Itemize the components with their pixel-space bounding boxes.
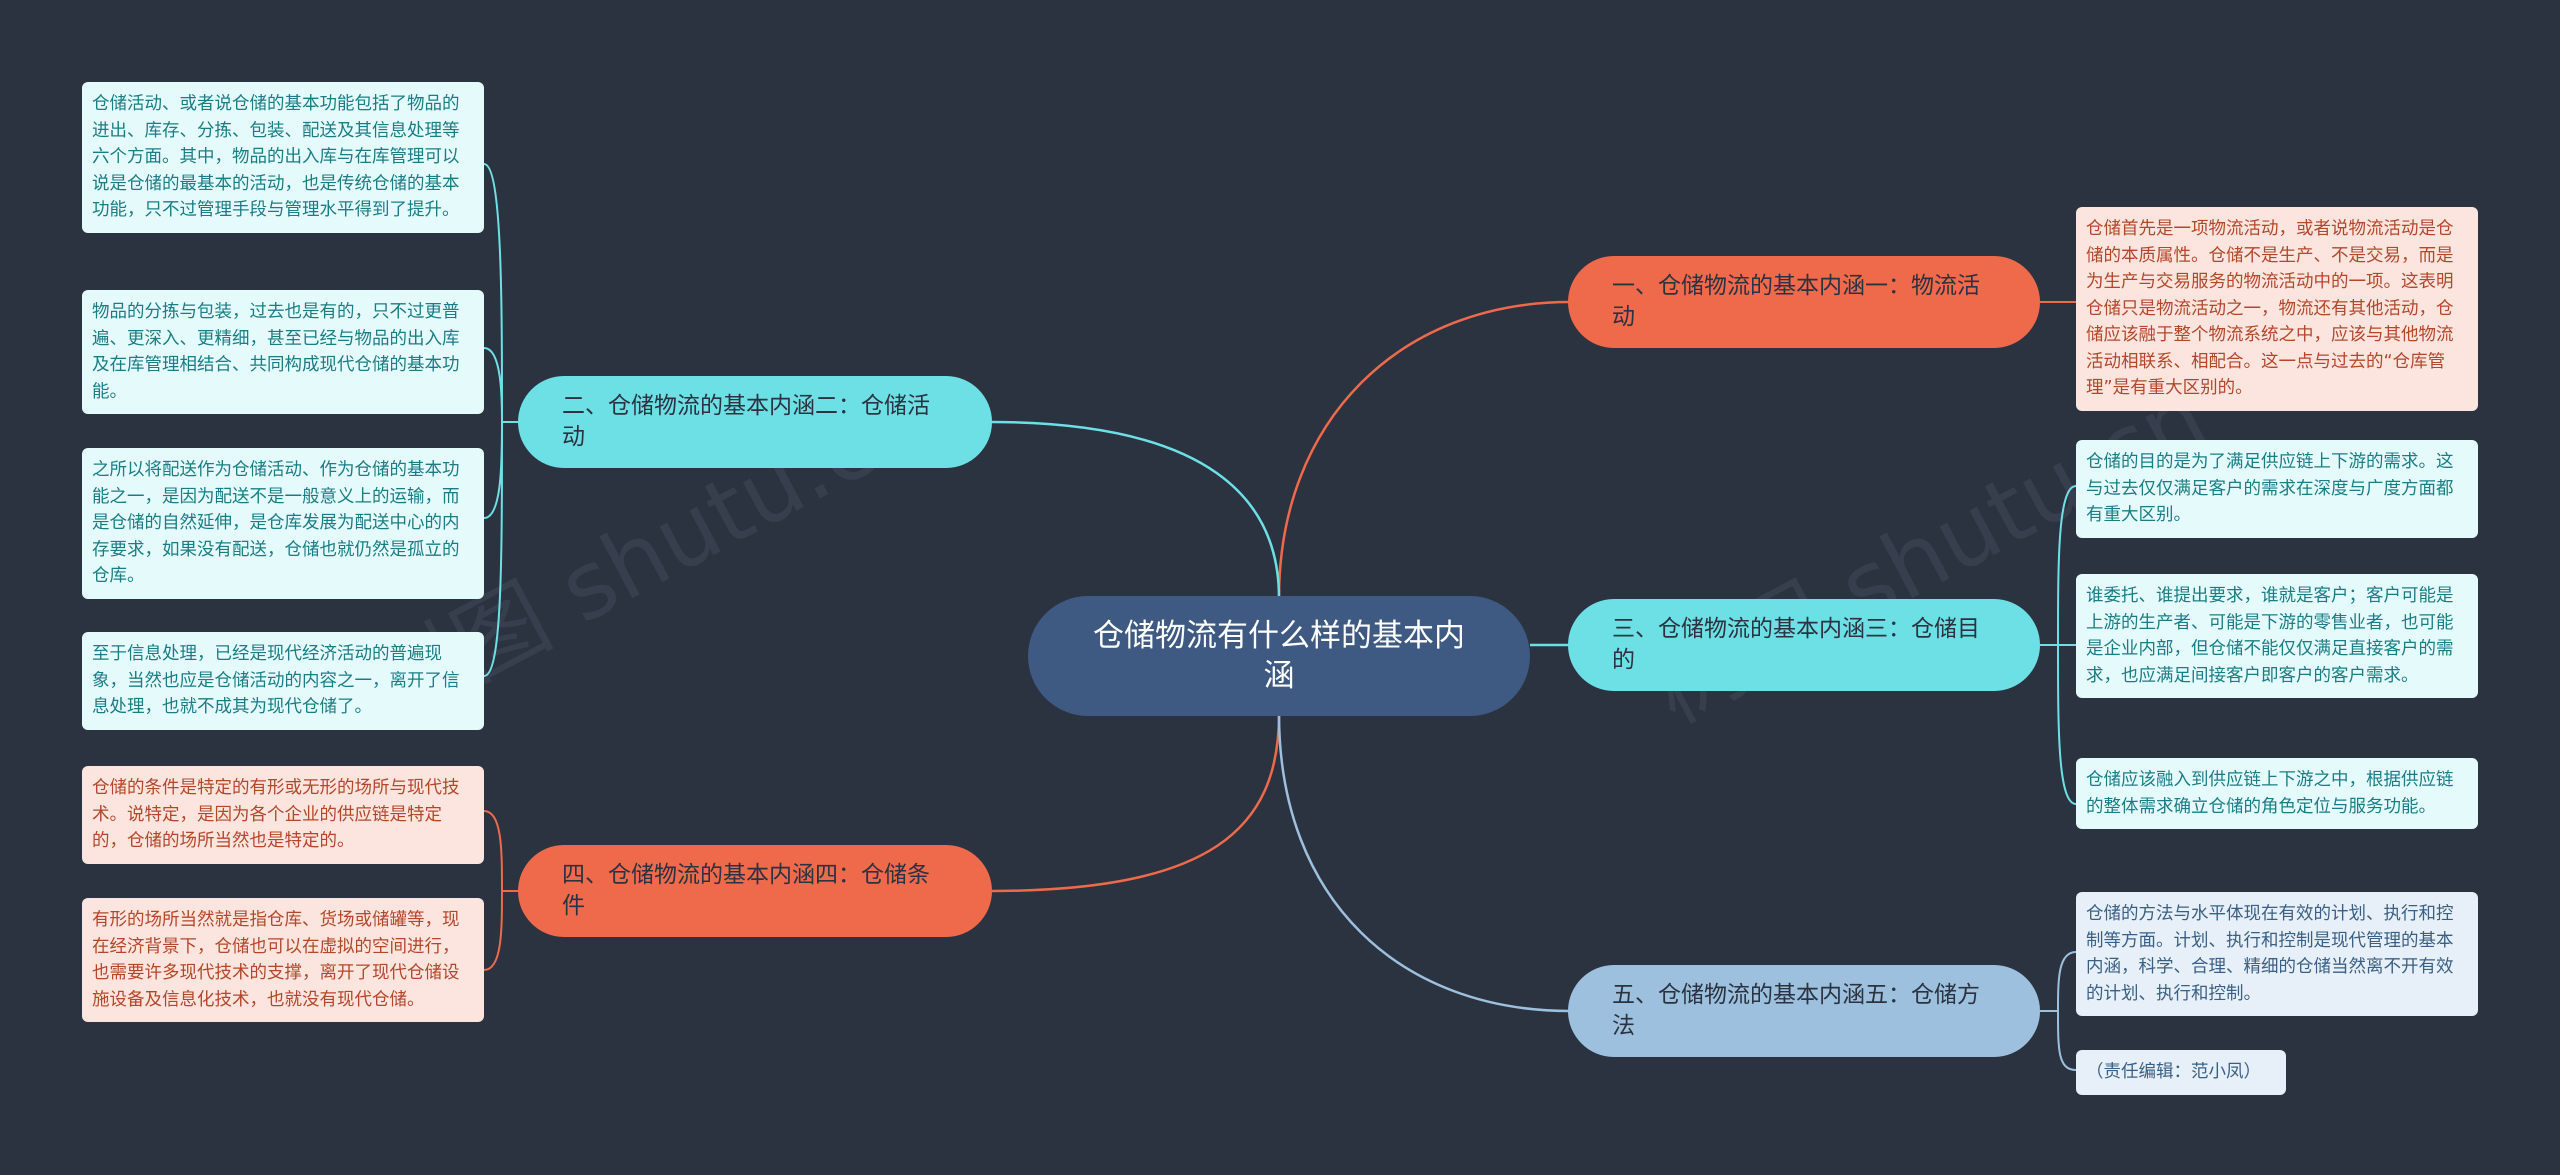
leaf-b3-1[interactable]: 仓储的目的是为了满足供应链上下游的需求。这与过去仅仅满足客户的需求在深度与广度方… xyxy=(2076,440,2478,538)
central-topic[interactable]: 仓储物流有什么样的基本内涵 xyxy=(1028,596,1530,716)
branch-3-label: 三、仓储物流的基本内涵三：仓储目的 xyxy=(1612,616,1980,673)
leaf-b2-1-text: 仓储活动、或者说仓储的基本功能包括了物品的进出、库存、分拣、包装、配送及其信息处… xyxy=(92,94,460,220)
branch-1-logistics-activity[interactable]: 一、仓储物流的基本内涵一：物流活动 xyxy=(1568,256,2040,348)
leaf-b2-2[interactable]: 物品的分拣与包装，过去也是有的，只不过更普遍、更深入、更精细，甚至已经与物品的出… xyxy=(82,290,484,414)
leaf-b5-2-text: （责任编辑：范小凤） xyxy=(2086,1062,2261,1082)
branch-2-label: 二、仓储物流的基本内涵二：仓储活动 xyxy=(562,393,930,450)
central-topic-label: 仓储物流有什么样的基本内涵 xyxy=(1093,618,1465,694)
branch-5-storage-method[interactable]: 五、仓储物流的基本内涵五：仓储方法 xyxy=(1568,965,2040,1057)
link-central-b5 xyxy=(1277,713,1571,1013)
leaf-b3-2[interactable]: 谁委托、谁提出要求，谁就是客户；客户可能是上游的生产者、可能是下游的零售业者，也… xyxy=(2076,574,2478,698)
leaf-b2-3-text: 之所以将配送作为仓储活动、作为仓储的基本功能之一，是因为配送不是一般意义上的运输… xyxy=(92,460,460,586)
branch-4-storage-conditions[interactable]: 四、仓储物流的基本内涵四：仓储条件 xyxy=(518,845,992,937)
link-b3-leaves xyxy=(2040,485,2077,805)
leaf-b4-2-text: 有形的场所当然就是指仓库、货场或储罐等，现在经济背景下，仓储也可以在虚拟的空间进… xyxy=(92,910,460,1010)
leaf-b1-1-text: 仓储首先是一项物流活动，或者说物流活动是仓储的本质属性。仓储不是生产、不是交易，… xyxy=(2086,219,2454,398)
leaf-b5-1-text: 仓储的方法与水平体现在有效的计划、执行和控制等方面。计划、执行和控制是现代管理的… xyxy=(2086,904,2454,1004)
leaf-b4-1[interactable]: 仓储的条件是特定的有形或无形的场所与现代技术。说特定，是因为各个企业的供应链是特… xyxy=(82,766,484,864)
link-central-b2 xyxy=(989,420,1281,599)
leaf-b2-1[interactable]: 仓储活动、或者说仓储的基本功能包括了物品的进出、库存、分拣、包装、配送及其信息处… xyxy=(82,82,484,233)
leaf-b2-4-text: 至于信息处理，已经是现代经济活动的普遍现象，当然也应是仓储活动的内容之一，离开了… xyxy=(92,644,460,717)
leaf-b2-2-text: 物品的分拣与包装，过去也是有的，只不过更普遍、更深入、更精细，甚至已经与物品的出… xyxy=(92,302,460,402)
branch-4-label: 四、仓储物流的基本内涵四：仓储条件 xyxy=(562,862,930,919)
link-b2-leaves xyxy=(483,163,518,677)
leaf-b2-3[interactable]: 之所以将配送作为仓储活动、作为仓储的基本功能之一，是因为配送不是一般意义上的运输… xyxy=(82,448,484,599)
branch-1-label: 一、仓储物流的基本内涵一：物流活动 xyxy=(1612,273,1980,330)
leaf-b3-1-text: 仓储的目的是为了满足供应链上下游的需求。这与过去仅仅满足客户的需求在深度与广度方… xyxy=(2086,452,2454,525)
leaf-b4-2[interactable]: 有形的场所当然就是指仓库、货场或储罐等，现在经济背景下，仓储也可以在虚拟的空间进… xyxy=(82,898,484,1022)
link-central-b4 xyxy=(989,713,1281,893)
branch-2-storage-activity[interactable]: 二、仓储物流的基本内涵二：仓储活动 xyxy=(518,376,992,468)
leaf-b1-1[interactable]: 仓储首先是一项物流活动，或者说物流活动是仓储的本质属性。仓储不是生产、不是交易，… xyxy=(2076,207,2478,411)
leaf-b2-4[interactable]: 至于信息处理，已经是现代经济活动的普遍现象，当然也应是仓储活动的内容之一，离开了… xyxy=(82,632,484,730)
leaf-b3-3[interactable]: 仓储应该融入到供应链上下游之中，根据供应链的整体需求确立仓储的角色定位与服务功能… xyxy=(2076,758,2478,829)
leaf-b3-3-text: 仓储应该融入到供应链上下游之中，根据供应链的整体需求确立仓储的角色定位与服务功能… xyxy=(2086,770,2454,817)
link-central-b1 xyxy=(1277,300,1571,599)
leaf-b5-1[interactable]: 仓储的方法与水平体现在有效的计划、执行和控制等方面。计划、执行和控制是现代管理的… xyxy=(2076,892,2478,1016)
leaf-b5-2[interactable]: （责任编辑：范小凤） xyxy=(2076,1050,2286,1095)
link-b5-leaves xyxy=(2040,951,2077,1071)
branch-5-label: 五、仓储物流的基本内涵五：仓储方法 xyxy=(1612,982,1980,1039)
branch-3-storage-purpose[interactable]: 三、仓储物流的基本内涵三：仓储目的 xyxy=(1568,599,2040,691)
leaf-b3-2-text: 谁委托、谁提出要求，谁就是客户；客户可能是上游的生产者、可能是下游的零售业者，也… xyxy=(2086,586,2454,686)
leaf-b4-1-text: 仓储的条件是特定的有形或无形的场所与现代技术。说特定，是因为各个企业的供应链是特… xyxy=(92,778,460,851)
link-b4-leaves xyxy=(483,810,518,971)
